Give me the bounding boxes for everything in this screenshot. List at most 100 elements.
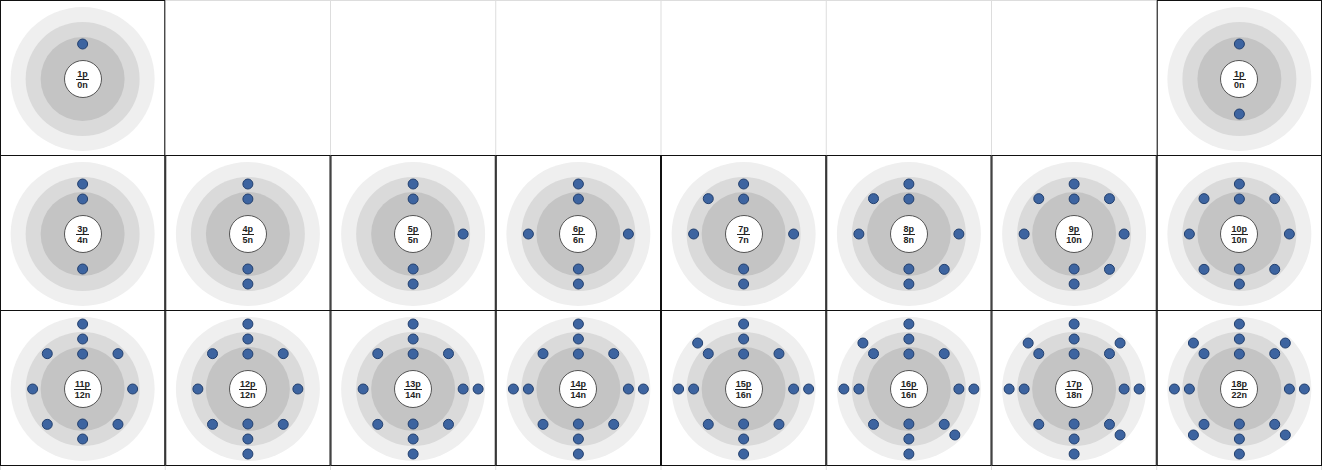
inner-shell	[1197, 37, 1281, 121]
electron	[358, 384, 368, 394]
electron	[193, 384, 203, 394]
proton-count: 1p	[1233, 69, 1246, 80]
electron	[278, 349, 288, 359]
electron	[523, 229, 533, 239]
inner-shell	[1032, 347, 1116, 431]
cell-border	[496, 311, 660, 466]
electron	[689, 384, 699, 394]
electron	[1019, 384, 1029, 394]
electron	[78, 39, 88, 49]
cell-border	[1, 156, 165, 311]
proton-count: 8p	[903, 224, 916, 235]
electron	[1069, 419, 1079, 429]
electron	[573, 264, 583, 274]
electron	[693, 338, 703, 348]
neutron-count: 18n	[1066, 390, 1082, 400]
outer-shell	[11, 7, 155, 151]
proton-count: 5p	[407, 224, 420, 235]
electron	[1104, 419, 1114, 429]
neutron-count: 22n	[1232, 390, 1248, 400]
middle-shell	[191, 332, 305, 446]
electron	[1234, 319, 1244, 329]
electron	[739, 334, 749, 344]
proton-count: 7p	[737, 224, 750, 235]
electron	[1034, 194, 1044, 204]
electron	[1234, 419, 1244, 429]
outer-shell	[1167, 317, 1311, 461]
proton-count: 6p	[572, 224, 585, 235]
outer-shell	[11, 317, 155, 461]
electron	[1234, 39, 1244, 49]
nucleus-circle: 12p12n	[229, 370, 267, 408]
electron	[623, 384, 633, 394]
cell-border	[496, 156, 660, 311]
electron	[1270, 349, 1280, 359]
electron	[373, 419, 383, 429]
electron	[42, 349, 52, 359]
inner-shell	[1032, 192, 1116, 276]
electron	[1270, 419, 1280, 429]
electron	[789, 229, 799, 239]
nucleus-circle: 11p12n	[64, 370, 102, 408]
inner-shell	[536, 192, 620, 276]
electron	[42, 419, 52, 429]
neutron-count: 12n	[240, 390, 256, 400]
electron	[950, 430, 960, 440]
electron	[573, 449, 583, 459]
electron	[408, 434, 418, 444]
electron	[243, 419, 253, 429]
proton-count: 18p	[1231, 379, 1249, 390]
proton-count: 12p	[239, 379, 257, 390]
inner-shell	[41, 192, 125, 276]
middle-shell	[1017, 177, 1131, 291]
electron	[869, 349, 879, 359]
electron	[1284, 229, 1294, 239]
inner-shell	[41, 347, 125, 431]
electron	[1069, 349, 1079, 359]
outer-shell	[341, 162, 485, 306]
electron	[573, 434, 583, 444]
middle-shell	[356, 177, 470, 291]
electron	[1023, 338, 1033, 348]
electron	[674, 384, 684, 394]
outer-shell	[506, 162, 650, 306]
neutron-count: 5n	[243, 235, 254, 245]
electron	[1034, 349, 1044, 359]
electron	[1280, 338, 1290, 348]
middle-shell	[26, 332, 140, 446]
middle-shell	[521, 177, 635, 291]
outer-shell	[1002, 317, 1146, 461]
electron	[573, 319, 583, 329]
electron	[739, 434, 749, 444]
proton-count: 16p	[900, 379, 918, 390]
cell-border	[827, 311, 991, 466]
cell-border	[1157, 1, 1321, 156]
inner-shell	[206, 347, 290, 431]
electron	[243, 179, 253, 189]
electron	[858, 338, 868, 348]
electron	[243, 349, 253, 359]
electron	[78, 264, 88, 274]
electron	[1069, 434, 1079, 444]
electron	[839, 384, 849, 394]
neutron-count: 0n	[1234, 80, 1245, 90]
electron	[78, 349, 88, 359]
neutron-count: 14n	[405, 390, 421, 400]
neutron-count: 10n	[1066, 235, 1082, 245]
cell-border	[331, 311, 495, 466]
electron	[703, 194, 713, 204]
electron	[1104, 264, 1114, 274]
outer-shell	[1167, 162, 1311, 306]
outer-shell	[341, 317, 485, 461]
electron	[1069, 319, 1079, 329]
electron	[739, 179, 749, 189]
inner-shell	[536, 347, 620, 431]
electron	[243, 279, 253, 289]
electron	[208, 349, 218, 359]
nucleus-circle: 16p16n	[890, 370, 928, 408]
proton-count: 13p	[404, 379, 422, 390]
middle-shell	[1182, 332, 1296, 446]
middle-shell	[356, 332, 470, 446]
neutron-count: 14n	[571, 390, 587, 400]
electron	[954, 229, 964, 239]
